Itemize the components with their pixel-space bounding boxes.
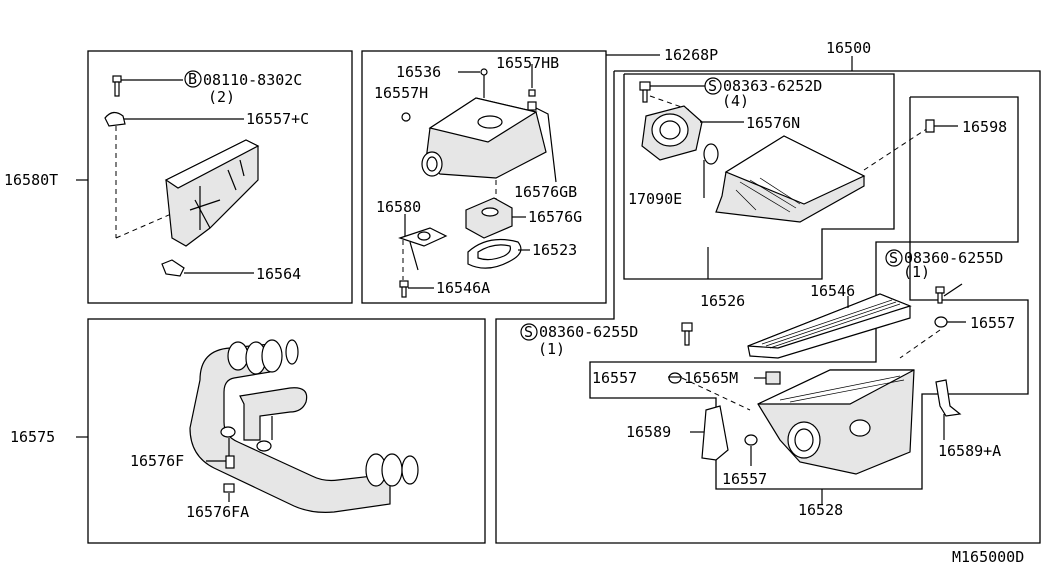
- label-16546: 16546: [810, 282, 855, 300]
- label-16557-c: 16557+C: [246, 110, 309, 128]
- svg-text:B: B: [188, 70, 197, 88]
- label-screw-s2-qty: (1): [903, 263, 930, 281]
- label-17090E: 17090E: [628, 190, 682, 208]
- label-16557-left: 16557: [592, 369, 637, 387]
- label-screw-s3-qty: (1): [538, 340, 565, 358]
- label-screw-s1: 08363-6252D: [723, 77, 822, 95]
- panel-resonator: [361, 50, 607, 304]
- air-cleaner-illustration: [639, 81, 966, 475]
- label-16576F: 16576F: [130, 452, 184, 470]
- label-bolt-b-qty: (2): [208, 88, 235, 106]
- label-16523: 16523: [532, 241, 577, 259]
- duct-hose-illustration: [189, 339, 419, 513]
- label-screw-s1-qty: (4): [722, 92, 749, 110]
- label-16576FA: 16576FA: [186, 503, 249, 521]
- panel-air-cleaner-inner-frame: [623, 73, 895, 280]
- svg-text:S: S: [708, 77, 717, 95]
- label-16546A: 16546A: [436, 279, 490, 297]
- label-16589: 16589: [626, 423, 671, 441]
- screw-symbol-icon-3: S: [520, 323, 538, 341]
- svg-text:S: S: [889, 249, 898, 267]
- label-16528: 16528: [798, 501, 843, 519]
- label-16557HB: 16557HB: [496, 54, 559, 72]
- label-screw-s3: 08360-6255D: [539, 323, 638, 341]
- label-16576G: 16576G: [528, 208, 582, 226]
- figure-code: M165000D: [952, 548, 1024, 566]
- label-16526: 16526: [700, 292, 745, 310]
- label-16575: 16575: [10, 428, 55, 446]
- bolt-symbol-icon: B: [184, 70, 202, 88]
- label-16576GB: 16576GB: [514, 183, 577, 201]
- heat-shield-illustration: [104, 75, 260, 277]
- label-screw-s2: 08360-6255D: [904, 249, 1003, 267]
- panel-air-cleaner-outline: [495, 70, 1041, 544]
- label-16598: 16598: [962, 118, 1007, 136]
- label-16557-bottom: 16557: [722, 470, 767, 488]
- label-16500: 16500: [826, 39, 871, 57]
- label-16564: 16564: [256, 265, 301, 283]
- label-16557-right: 16557: [970, 314, 1015, 332]
- label-16589-a: 16589+A: [938, 442, 1001, 460]
- panel-heat-shield: [87, 50, 353, 304]
- panel-duct-hose: [87, 318, 486, 544]
- screw-symbol-icon-2: S: [885, 249, 903, 267]
- screw-symbol-icon-1: S: [704, 77, 722, 95]
- label-16536: 16536: [396, 63, 441, 81]
- panel-filter-frame: [589, 96, 1029, 490]
- label-16576N: 16576N: [746, 114, 800, 132]
- resonator-illustration: [398, 64, 557, 298]
- label-16580: 16580: [376, 198, 421, 216]
- svg-text:S: S: [524, 323, 533, 341]
- label-16268P: 16268P: [664, 46, 718, 64]
- label-bolt-b: 08110-8302C: [203, 71, 302, 89]
- label-16565M: 16565M: [684, 369, 738, 387]
- label-16580T: 16580T: [4, 171, 58, 189]
- label-16557H: 16557H: [374, 84, 428, 102]
